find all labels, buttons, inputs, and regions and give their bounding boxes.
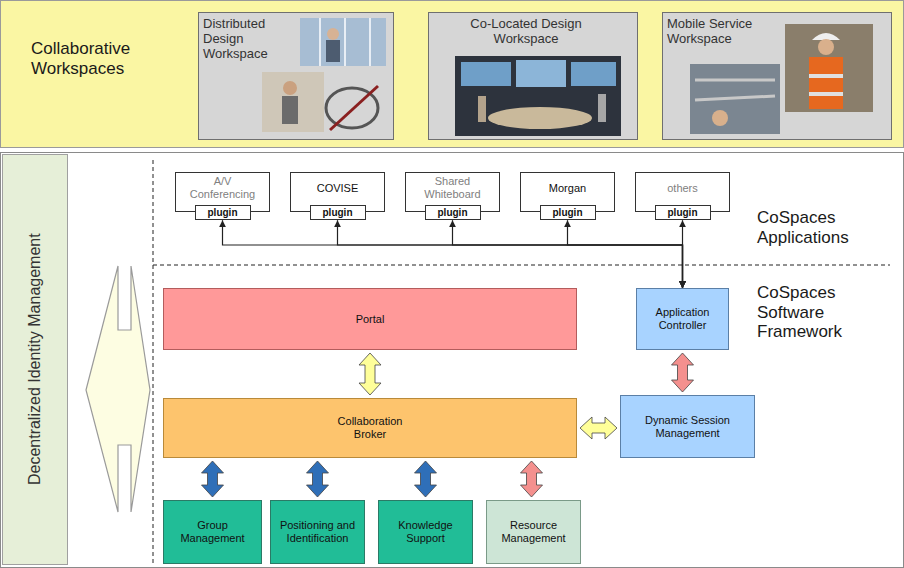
box-label: Application Controller [643,306,723,331]
photo [812,33,840,40]
bus-connector [568,220,683,288]
photo [818,39,834,55]
block-arrow [672,353,694,392]
application-box: Shared Whiteboardplugin [405,172,500,212]
service-box: Resource Management [486,500,581,564]
workspace-box: Mobile Service Workspace [662,12,892,140]
workspace-title: Co-Located Design Workspace [451,17,601,47]
photo [809,74,843,78]
application-name: others [667,182,698,195]
workspace-band: Collaborative Workspaces Distributed Desi… [0,0,904,148]
room-photo [455,56,621,136]
section-label: CoSpaces Software Framework [757,283,882,342]
plugin-label: plugin [438,207,468,219]
portal-box: Portal [163,288,577,350]
plugin-box: plugin [310,205,366,221]
service-box: Positioning and Identification [270,500,365,564]
photo [262,72,324,132]
box-ground [662,12,892,140]
photo [344,18,346,66]
plugin-box: plugin [195,205,251,221]
plugin-label: plugin [208,207,238,219]
block-arrow [580,417,617,439]
workspace-box: Co-Located Design Workspace [428,12,638,140]
section-label: CoSpaces Applications [757,208,882,247]
application-box: A/V Conferencingplugin [175,172,270,212]
application-name: A/V Conferencing [180,175,266,200]
application-name: COVISE [317,182,359,195]
section-label-holder: CoSpaces Software Framework [757,283,882,342]
photo [461,62,511,86]
framework-panel [1,153,904,568]
identity-band: Decentralized Identity Management [2,154,68,565]
workspace-title: Distributed Design Workspace [203,17,295,62]
plugin-box: plugin [540,205,596,221]
plugin-box: plugin [655,205,711,221]
bus-connector [453,220,683,288]
photo [695,79,775,82]
design-photo [262,18,386,132]
photo [516,60,566,87]
workspace-box: Distributed Design Workspace [198,12,394,140]
box-label: Dynamic Session Management [643,414,733,439]
broker-box: Collaboration Broker [163,398,577,458]
block-arrow [359,353,381,395]
photo [283,81,297,95]
band-ground [1,1,904,148]
photo [319,18,321,66]
application-box: Morganplugin [520,172,615,212]
block-arrow [415,461,437,497]
photo [282,96,298,124]
photo [690,64,780,134]
box-label: Portal [356,313,385,326]
section-label-holder: CoSpaces Applications [757,208,882,247]
photo [785,24,873,112]
application-name: Morgan [549,182,586,195]
photo [327,28,339,40]
photo [488,107,592,129]
photo [455,56,621,136]
photo [330,86,378,130]
photo [809,57,843,109]
dashed-divider [153,265,890,266]
photo [326,40,340,62]
bus-connector [338,220,683,288]
box-ground [198,12,394,140]
identity-arrow [86,266,150,512]
box-ground [428,12,638,140]
bus-connector [223,220,683,288]
block-arrow [307,461,329,497]
box-label: Collaboration Broker [325,415,415,440]
photo [571,62,616,86]
box-label: Knowledge Support [386,519,466,544]
controller-box: Application Controller [636,288,729,350]
application-box: COVISEplugin [290,172,385,212]
block-arrow [202,461,224,497]
workspace-title: Mobile Service Workspace [667,17,779,47]
box-label: Group Management [173,519,253,544]
dashed-divider [153,160,154,565]
photo [369,18,371,66]
photo [695,96,775,100]
plugin-label: plugin [668,207,698,219]
service-box: Knowledge Support [378,500,473,564]
session-box: Dynamic Session Management [620,395,755,458]
box-label: Positioning and Identification [280,519,356,544]
box-label: Resource Management [494,519,574,544]
band-title: Collaborative Workspaces [31,39,171,78]
block-arrow [521,461,543,497]
plugin-label: plugin [553,207,583,219]
plugin-box: plugin [425,205,481,221]
application-box: othersplugin [635,172,730,212]
photo [478,96,486,122]
photo [809,92,843,96]
photo [300,18,386,66]
plugin-label: plugin [323,207,353,219]
photo [712,110,728,126]
photo [598,94,606,122]
application-name: Shared Whiteboard [410,175,496,200]
service-box: Group Management [163,500,262,564]
bus-connector [682,220,683,288]
band-title: Decentralized Identity Management [26,234,44,486]
